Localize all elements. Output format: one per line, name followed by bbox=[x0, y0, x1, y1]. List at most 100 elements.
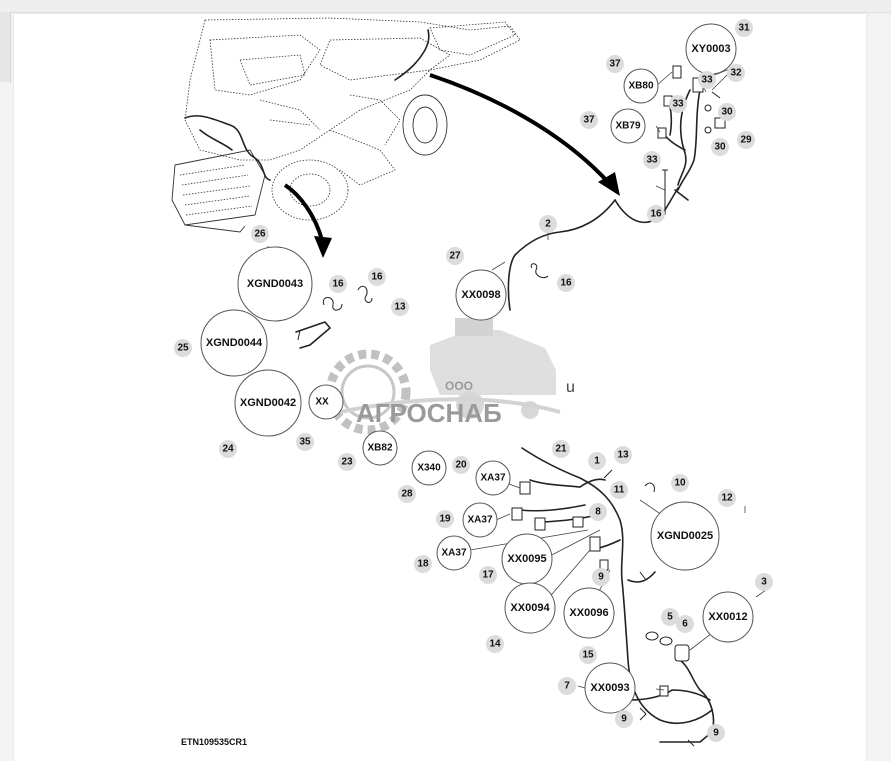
svg-text:13: 13 bbox=[617, 450, 629, 461]
svg-text:9: 9 bbox=[598, 572, 604, 583]
callout-xgnd0042[interactable]: XGND0042 24 bbox=[219, 369, 302, 458]
svg-text:XX: XX bbox=[315, 397, 329, 408]
callout-xx0096[interactable]: XX0096 15 bbox=[563, 587, 615, 664]
svg-text:9: 9 bbox=[713, 728, 719, 739]
part-number[interactable]: 33 bbox=[669, 95, 687, 113]
svg-text:7: 7 bbox=[564, 681, 570, 692]
callout-xb80[interactable]: XB80 37 bbox=[606, 55, 659, 104]
svg-text:12: 12 bbox=[721, 493, 733, 504]
callout-xx-partial[interactable]: XX 35 bbox=[296, 384, 344, 451]
callout-xa37-18[interactable]: XA37 18 bbox=[414, 535, 472, 573]
callout-xy0003[interactable]: XY0003 31 bbox=[685, 19, 753, 75]
detail-arrows bbox=[283, 73, 620, 258]
part-number[interactable]: 16 bbox=[557, 274, 575, 292]
callout-xgnd0025[interactable]: XGND0025 12 bbox=[650, 489, 736, 571]
part-number[interactable]: 16 bbox=[368, 268, 386, 286]
callout-xa37-19[interactable]: XA37 19 bbox=[436, 502, 498, 538]
part-number[interactable]: 33 bbox=[643, 151, 661, 169]
svg-text:18: 18 bbox=[417, 559, 429, 570]
watermark-logo bbox=[325, 318, 561, 435]
part-number[interactable]: 16 bbox=[329, 275, 347, 293]
svg-text:33: 33 bbox=[672, 99, 684, 110]
arrow-right-head bbox=[598, 172, 620, 196]
part-number[interactable]: 21 bbox=[552, 440, 570, 458]
svg-text:16: 16 bbox=[650, 209, 662, 220]
svg-text:XB79: XB79 bbox=[615, 121, 640, 132]
part-number[interactable]: 29 bbox=[737, 131, 755, 149]
svg-text:30: 30 bbox=[714, 142, 726, 153]
callout-xb82[interactable]: XB82 23 bbox=[338, 430, 398, 471]
connector-xa37-top bbox=[519, 481, 531, 495]
wiring-harness-diagram: ООО АГРОСНАБ u XY0003 31 XB80 37 XB79 37… bbox=[171, 17, 773, 747]
callout-xb79[interactable]: XB79 37 bbox=[580, 108, 646, 144]
svg-text:23: 23 bbox=[341, 457, 353, 468]
part-number-markers: 33 32 30 30 29 33 33 16 2 16 16 16 13 21… bbox=[329, 64, 755, 742]
window-top-bar bbox=[0, 0, 891, 13]
svg-text:XGND0042: XGND0042 bbox=[240, 397, 296, 409]
part-number[interactable]: 16 bbox=[647, 205, 665, 223]
part-number[interactable]: 10 bbox=[671, 474, 689, 492]
callout-xgnd0043[interactable]: XGND0043 26 bbox=[237, 225, 313, 322]
part-number[interactable]: 8 bbox=[589, 503, 607, 521]
left-panel-strip bbox=[0, 12, 11, 82]
svg-text:19: 19 bbox=[439, 514, 451, 525]
svg-text:XX0012: XX0012 bbox=[708, 611, 747, 623]
callout-x340[interactable]: X340 28 bbox=[398, 450, 447, 503]
part-number[interactable]: 9 bbox=[615, 710, 633, 728]
svg-text:35: 35 bbox=[299, 437, 311, 448]
watermark-suffix: u bbox=[566, 379, 575, 396]
callout-xx0094[interactable]: XX0094 14 bbox=[486, 582, 556, 653]
part-number[interactable]: 5 bbox=[661, 608, 679, 626]
svg-text:13: 13 bbox=[394, 302, 406, 313]
svg-text:XA37: XA37 bbox=[441, 548, 466, 559]
svg-text:XA37: XA37 bbox=[480, 473, 505, 484]
part-number[interactable]: 11 bbox=[610, 481, 628, 499]
svg-text:37: 37 bbox=[609, 59, 621, 70]
svg-text:21: 21 bbox=[555, 444, 567, 455]
watermark-company: АГРОСНАБ bbox=[356, 398, 502, 428]
figure-id: ETN109535CR1 bbox=[181, 737, 247, 747]
combine-harvester-illustration bbox=[171, 17, 521, 233]
part-number[interactable]: 30 bbox=[718, 103, 736, 121]
svg-text:27: 27 bbox=[449, 251, 461, 262]
part-number[interactable]: 1 bbox=[588, 452, 606, 470]
lower-harness bbox=[511, 447, 715, 747]
callout-xx0098[interactable]: XX0098 27 bbox=[446, 247, 507, 321]
svg-text:31: 31 bbox=[738, 23, 750, 34]
svg-text:15: 15 bbox=[582, 650, 594, 661]
svg-text:XB82: XB82 bbox=[367, 443, 392, 454]
part-number[interactable]: 33 bbox=[698, 71, 716, 89]
callout-xx0093[interactable]: XX0093 7 bbox=[558, 662, 636, 714]
svg-text:16: 16 bbox=[371, 272, 383, 283]
svg-text:33: 33 bbox=[701, 75, 713, 86]
svg-text:16: 16 bbox=[332, 279, 344, 290]
callout-xa37-20[interactable]: XA37 20 bbox=[452, 456, 511, 496]
svg-text:XB80: XB80 bbox=[628, 81, 653, 92]
callout-xx0095[interactable]: XX0095 17 bbox=[479, 533, 553, 585]
part-number[interactable]: 9 bbox=[592, 568, 610, 586]
svg-text:9: 9 bbox=[621, 714, 627, 725]
svg-text:33: 33 bbox=[646, 155, 658, 166]
connector-top bbox=[672, 65, 682, 79]
svg-text:XX0098: XX0098 bbox=[461, 289, 500, 301]
callout-xgnd0044[interactable]: XGND0044 25 bbox=[174, 309, 268, 377]
svg-text:11: 11 bbox=[614, 485, 625, 496]
part-number[interactable]: 32 bbox=[727, 64, 745, 82]
svg-text:XA37: XA37 bbox=[467, 515, 492, 526]
svg-text:XGND0043: XGND0043 bbox=[247, 278, 303, 290]
svg-text:17: 17 bbox=[482, 570, 494, 581]
part-number[interactable]: 6 bbox=[676, 615, 694, 633]
svg-text:XGND0044: XGND0044 bbox=[206, 337, 263, 349]
svg-text:X340: X340 bbox=[417, 463, 441, 474]
part-number[interactable]: 2 bbox=[539, 215, 557, 233]
part-number[interactable]: 30 bbox=[711, 138, 729, 156]
callout-xx0012[interactable]: XX0012 3 bbox=[702, 573, 773, 643]
svg-text:XY0003: XY0003 bbox=[691, 43, 730, 55]
ground-harness bbox=[295, 321, 331, 349]
arrow-right-detail bbox=[429, 73, 610, 184]
svg-text:10: 10 bbox=[674, 478, 686, 489]
part-number[interactable]: 13 bbox=[614, 446, 632, 464]
part-number[interactable]: 13 bbox=[391, 298, 409, 316]
part-number[interactable]: 9 bbox=[707, 724, 725, 742]
svg-text:14: 14 bbox=[489, 639, 501, 650]
